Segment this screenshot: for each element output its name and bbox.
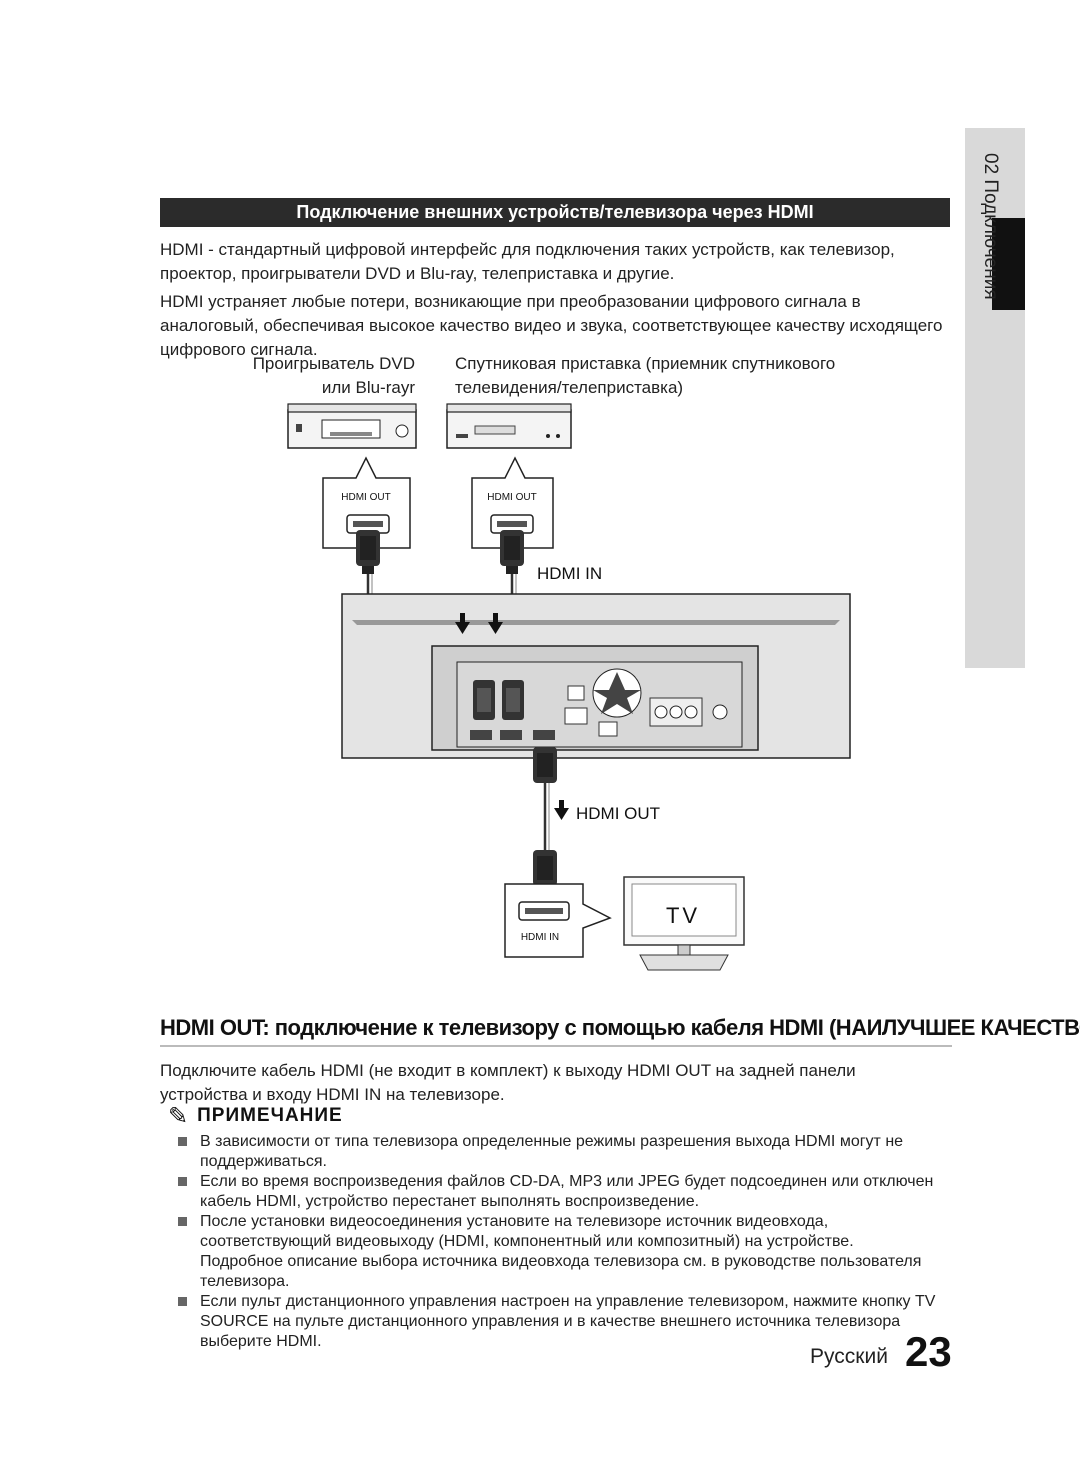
hdmi-plug-unit-out [533,747,557,783]
note-item: После установки видеосоединения установи… [178,1212,953,1252]
note-item-extra: Подробное описание выбора источника виде… [200,1253,922,1290]
hdmi-plug-left [356,530,380,574]
pencil-icon: ✎ [168,1103,190,1130]
side-tab-marker [992,218,1025,310]
section-title: Подключение внешних устройств/телевизора… [160,198,950,227]
hdmi-out-label: HDMI OUT [576,804,660,823]
note-item: Если во время воспроизведения файлов CD-… [178,1172,953,1212]
bullet-square-icon [178,1297,187,1306]
note-title: ✎ПРИМЕЧАНИЕ [168,1103,343,1130]
hdmi-out-label-right: HDMI OUT [487,492,536,503]
hdmi-out-label-left: HDMI OUT [341,492,390,503]
down-arrow-right [488,613,503,634]
note-list: В зависимости от типа телевизора определ… [178,1132,953,1352]
page-number: 23 [905,1328,952,1375]
dvd-caption-line1: Проигрыватель DVD [252,354,415,373]
down-arrow-left [455,613,470,634]
hdmi-in-label: HDMI IN [537,564,602,583]
bullet-square-icon [178,1217,187,1226]
connection-diagram: HDMI OUT HDMI OUT HDMI IN HDMI IN HDMI O… [287,403,851,971]
intro-paragraph-1: HDMI - стандартный цифровой интерфейс дл… [160,240,895,283]
hdmi-out-callout-right [471,456,554,549]
note-item: В зависимости от типа телевизора определ… [178,1132,953,1172]
satellite-receiver-illustration [446,403,572,449]
hdmi-out-callout-left [322,456,411,549]
tv-hdmi-in-label: HDMI IN [521,932,559,943]
home-theater-unit [341,593,851,759]
dvd-caption-line2: или Blu-rayr [321,378,415,397]
footer-language: Русский [810,1345,888,1368]
tv-hdmi-in-callout [504,883,612,958]
hdmi-out-heading: HDMI OUT: подключение к телевизору с пом… [160,1015,1080,1040]
bullet-square-icon [178,1177,187,1186]
bullet-square-icon [178,1137,187,1146]
note-item: Если пульт дистанционного управления нас… [178,1292,953,1352]
intro-paragraph-2: HDMI устраняет любые потери, возникающие… [160,292,943,359]
tv-label: TV [666,903,700,928]
down-arrow-hdmi-out [554,800,569,820]
hdmi-plug-tv [533,850,557,886]
connect-instruction: Подключите кабель HDMI (не входит в комп… [160,1061,856,1104]
sat-caption-line1: Спутниковая приставка (приемник спутнико… [455,354,836,373]
dvd-player-illustration [287,403,417,449]
sat-caption-line2: телевидения/телеприставка) [455,378,684,397]
hdmi-plug-right [500,530,524,574]
heading-rule [160,1045,952,1047]
tv-illustration [623,876,745,971]
